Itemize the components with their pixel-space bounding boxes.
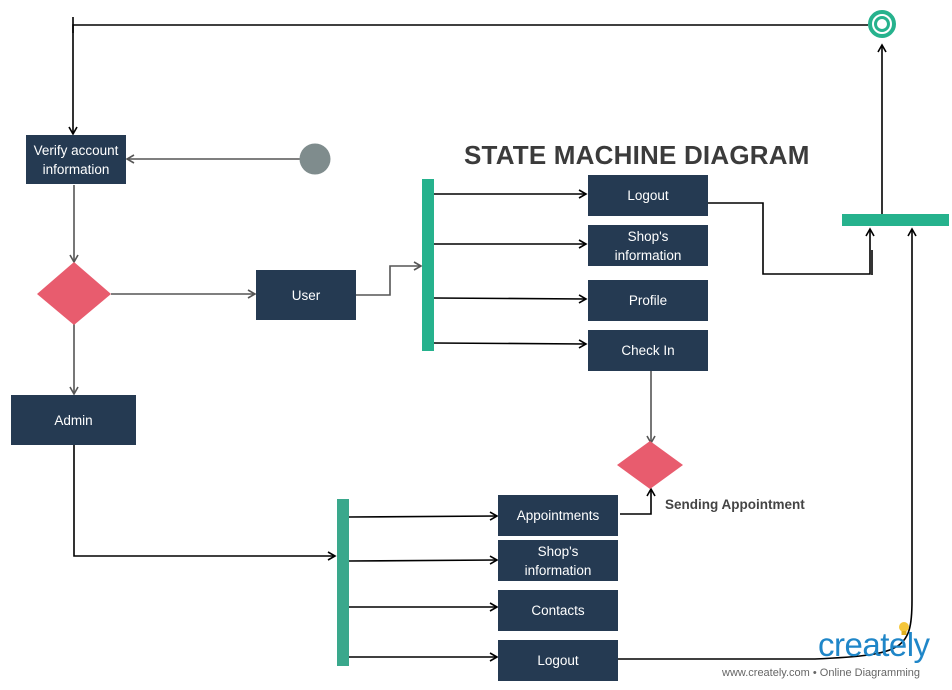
diagram-title: STATE MACHINE DIAGRAM [464,140,810,170]
creately-logo: creately [818,628,930,662]
creately-url: www.creately.com • Online Diagramming [722,667,921,679]
state-admin-appointments: Appointments [498,495,618,536]
edge-admin-to-fork [73,445,337,561]
edge-logout-to-join [708,202,875,275]
state-admin-contacts: Contacts [498,590,618,631]
join-bar [842,214,949,226]
state-user-profile: Profile [588,280,708,321]
decision-role [37,262,111,325]
final-node-core [874,16,890,32]
user-fork-bar [422,179,434,351]
state-admin-logout: Logout [498,640,618,681]
creately-wordmark: creately [818,626,930,663]
lightbulb-icon [899,622,909,635]
edge-fork2-to-appointments [348,511,499,521]
edge-fork2-to-shopinfo [348,555,499,565]
state-user-check-in: Check In [588,330,708,371]
edge-final-to-verify [68,24,868,136]
initial-node [299,143,331,175]
sending-appointment-label: Sending Appointment [665,497,805,512]
state-admin-shop-info: Shop's information [498,540,618,581]
state-user-logout: Logout [588,175,708,216]
decision-appointment [617,441,683,489]
state-user: User [256,270,356,320]
admin-fork-bar [337,499,349,666]
edge-admin-logout-to-join [618,227,917,660]
edge-fork-to-checkin [433,339,588,349]
edge-fork-to-profile [433,294,588,304]
state-user-shop-info: Shop's information [588,225,708,266]
state-verify-account: Verify account information [26,135,126,184]
state-admin: Admin [11,395,136,445]
edge-user-to-fork [356,261,423,296]
edge-appointments-to-decision [620,487,656,515]
